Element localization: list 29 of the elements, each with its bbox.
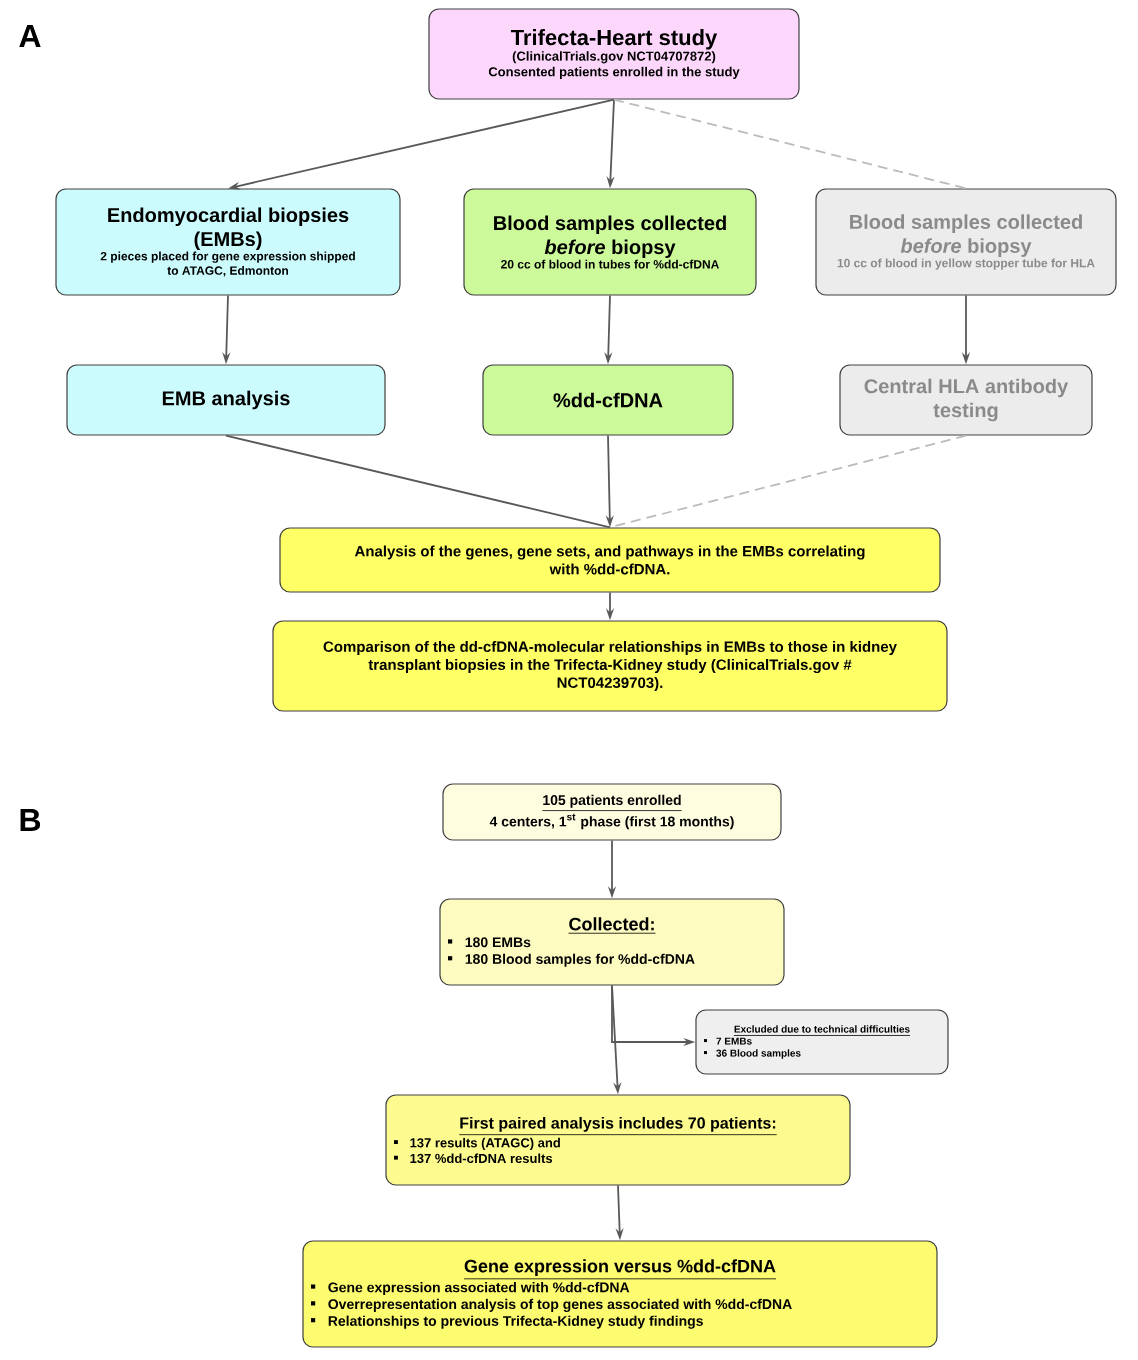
process-box bbox=[442, 783, 782, 841]
box-text: EMB analysis bbox=[162, 390, 290, 410]
box-text: Central HLA antibody testing bbox=[864, 378, 1069, 422]
heading: Collected: bbox=[568, 917, 656, 934]
box-text: Blood samples collected before biopsy bbox=[494, 215, 726, 259]
process-box bbox=[482, 364, 734, 436]
panel-letter: A bbox=[19, 25, 41, 47]
panel-letter: B bbox=[20, 809, 41, 831]
process-box bbox=[66, 364, 386, 436]
connector-line bbox=[225, 434, 611, 529]
box-text: Blood samples collected before biopsy bbox=[850, 214, 1082, 257]
heading: First paired analysis includes 70 patients: bbox=[458, 1116, 778, 1136]
process-box bbox=[695, 1009, 949, 1075]
connector-line bbox=[613, 98, 967, 190]
process-box bbox=[279, 527, 941, 593]
process-box bbox=[385, 1094, 851, 1186]
process-box bbox=[272, 620, 948, 712]
box-text: %dd-cfDNA bbox=[553, 392, 663, 408]
connector-line bbox=[609, 434, 967, 529]
process-box bbox=[839, 364, 1093, 436]
process-box bbox=[428, 8, 800, 100]
heading: Gene expression versus %dd-cfDNA bbox=[463, 1259, 777, 1280]
process-box bbox=[463, 188, 757, 296]
box-text: Endomyocardial biopsies (EMBs) bbox=[108, 207, 349, 251]
box-text: Trifecta-Heart study bbox=[510, 29, 718, 50]
process-box bbox=[302, 1240, 938, 1348]
process-box bbox=[55, 188, 401, 296]
process-box bbox=[439, 898, 785, 986]
process-box bbox=[815, 188, 1117, 296]
